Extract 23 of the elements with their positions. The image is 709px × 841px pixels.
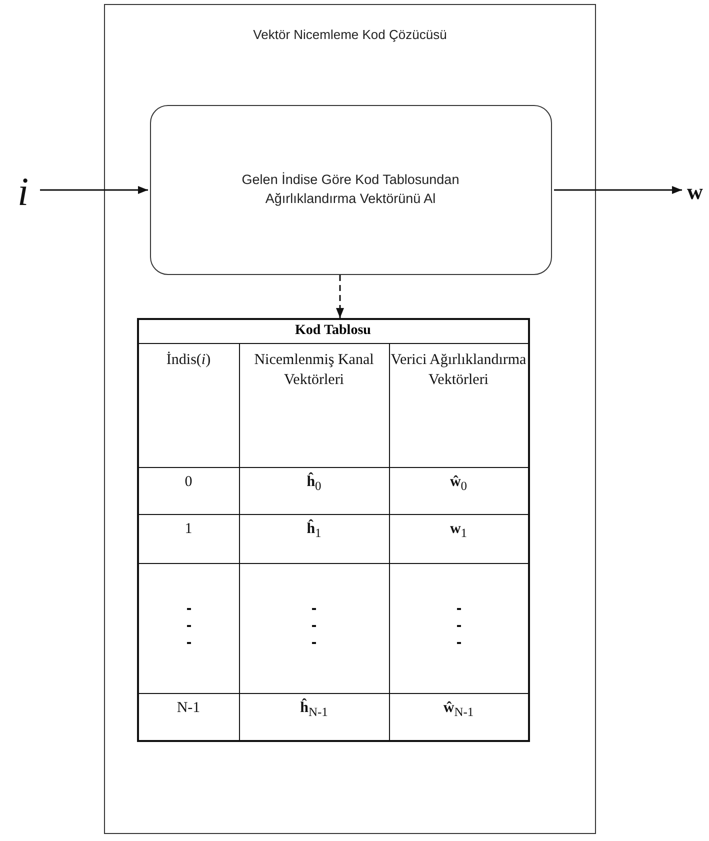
process-box	[150, 104, 552, 274]
process-text: Gelen İndise Göre Kod Tablosundan Ağırlıklandırma Vektörünü Al	[240, 170, 460, 208]
table-cell-text: N-1	[176, 698, 200, 718]
symbol-text: i	[17, 168, 29, 214]
table-cell-text: ĥ$_{N-1}$	[300, 698, 328, 720]
table-cell-text: ĥ$_{1}$	[306, 518, 322, 542]
arrow	[40, 186, 148, 194]
column-header: Nicemlenmiş Kanal Vektörleri	[253, 350, 375, 390]
table-cell-text: w$_{1}$	[450, 520, 468, 542]
symbol-text: w	[687, 179, 703, 205]
column-header: Verici Ağırlıklandırma Vektörleri	[390, 350, 528, 390]
table-cell-text: 1	[184, 520, 192, 538]
column-header: İndis(i)	[166, 350, 211, 370]
arrow	[336, 275, 344, 318]
arrow	[554, 186, 682, 194]
table-cell-text: ĥ$_{0}$	[306, 472, 322, 494]
table-cell-text: ŵ$_{0}$	[450, 472, 468, 494]
table-title: Kod Tablosu	[138, 320, 528, 344]
table-cell-text: ŵ$_{N-1}$	[443, 698, 474, 720]
frame-title: Vektör Nicemleme Kod Çözücüsü	[252, 27, 448, 42]
code-table	[136, 318, 530, 742]
table-cell-text: 0	[184, 472, 192, 492]
decoder-frame	[104, 4, 596, 834]
